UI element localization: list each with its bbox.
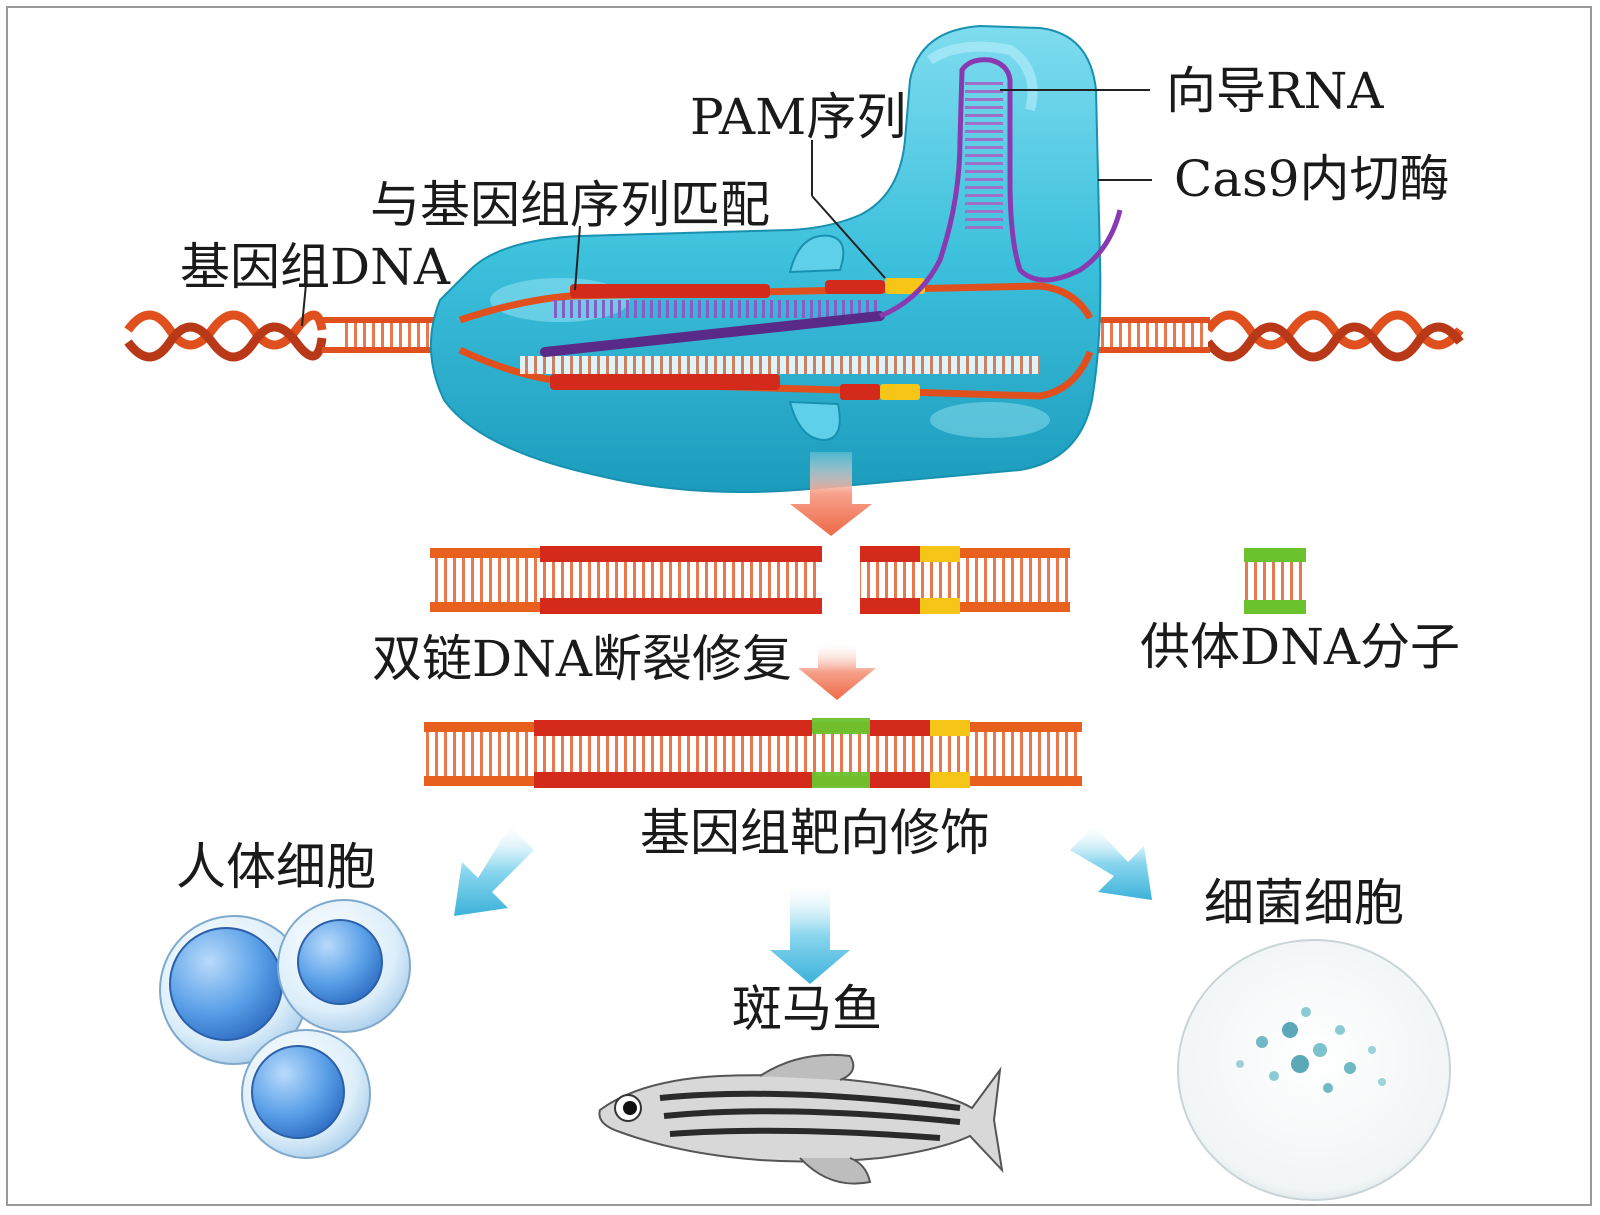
pam-sequence-top (885, 278, 925, 294)
label-cas9-endonuclease: Cas9内切酶 (1174, 150, 1450, 208)
figure-frame (6, 6, 1592, 1206)
target-region-top (570, 284, 770, 298)
repaired-dna (424, 718, 1082, 788)
leader-lines (301, 89, 1152, 327)
arrow-to-human-cells (454, 826, 534, 916)
donor-dna-molecule (1244, 548, 1306, 614)
label-dsb-repair: 双链DNA断裂修复 (372, 630, 792, 688)
arrow-to-zebrafish (770, 886, 850, 984)
label-bacterial-cells: 细菌细胞 (1204, 874, 1404, 932)
label-zebrafish: 斑马鱼 (732, 980, 882, 1038)
label-genomic-dna: 基因组DNA (180, 238, 450, 296)
label-pam-sequence: PAM序列 (690, 88, 907, 146)
cut-dna-left (430, 546, 822, 614)
arrow-to-bacterial-cells (1070, 826, 1152, 900)
human-cells (159, 899, 411, 1159)
arrow-cleavage-down (790, 452, 872, 536)
arrow-repair-down (798, 644, 876, 700)
label-human-cells: 人体细胞 (176, 838, 376, 896)
genomic-dna-helix-right (1204, 310, 1464, 362)
cleavage-site-top (788, 234, 845, 274)
zebrafish (598, 1053, 1004, 1185)
label-donor-dna: 供体DNA分子 (1140, 618, 1460, 676)
bacterial-culture-dish (1177, 939, 1451, 1201)
cut-dna-right (860, 546, 1070, 614)
label-genome-match: 与基因组序列匹配 (370, 176, 770, 234)
dna-bottom-strand (458, 346, 1094, 400)
guide-rna (540, 57, 1123, 357)
genomic-dna-helix-left (124, 310, 327, 362)
label-guide-rna: 向导RNA (1166, 62, 1384, 120)
cleavage-site-bottom (788, 400, 841, 442)
dna-top-strand (458, 278, 1094, 324)
pam-sequence-bottom (880, 384, 920, 400)
label-targeted-modification: 基因组靶向修饰 (640, 804, 990, 862)
